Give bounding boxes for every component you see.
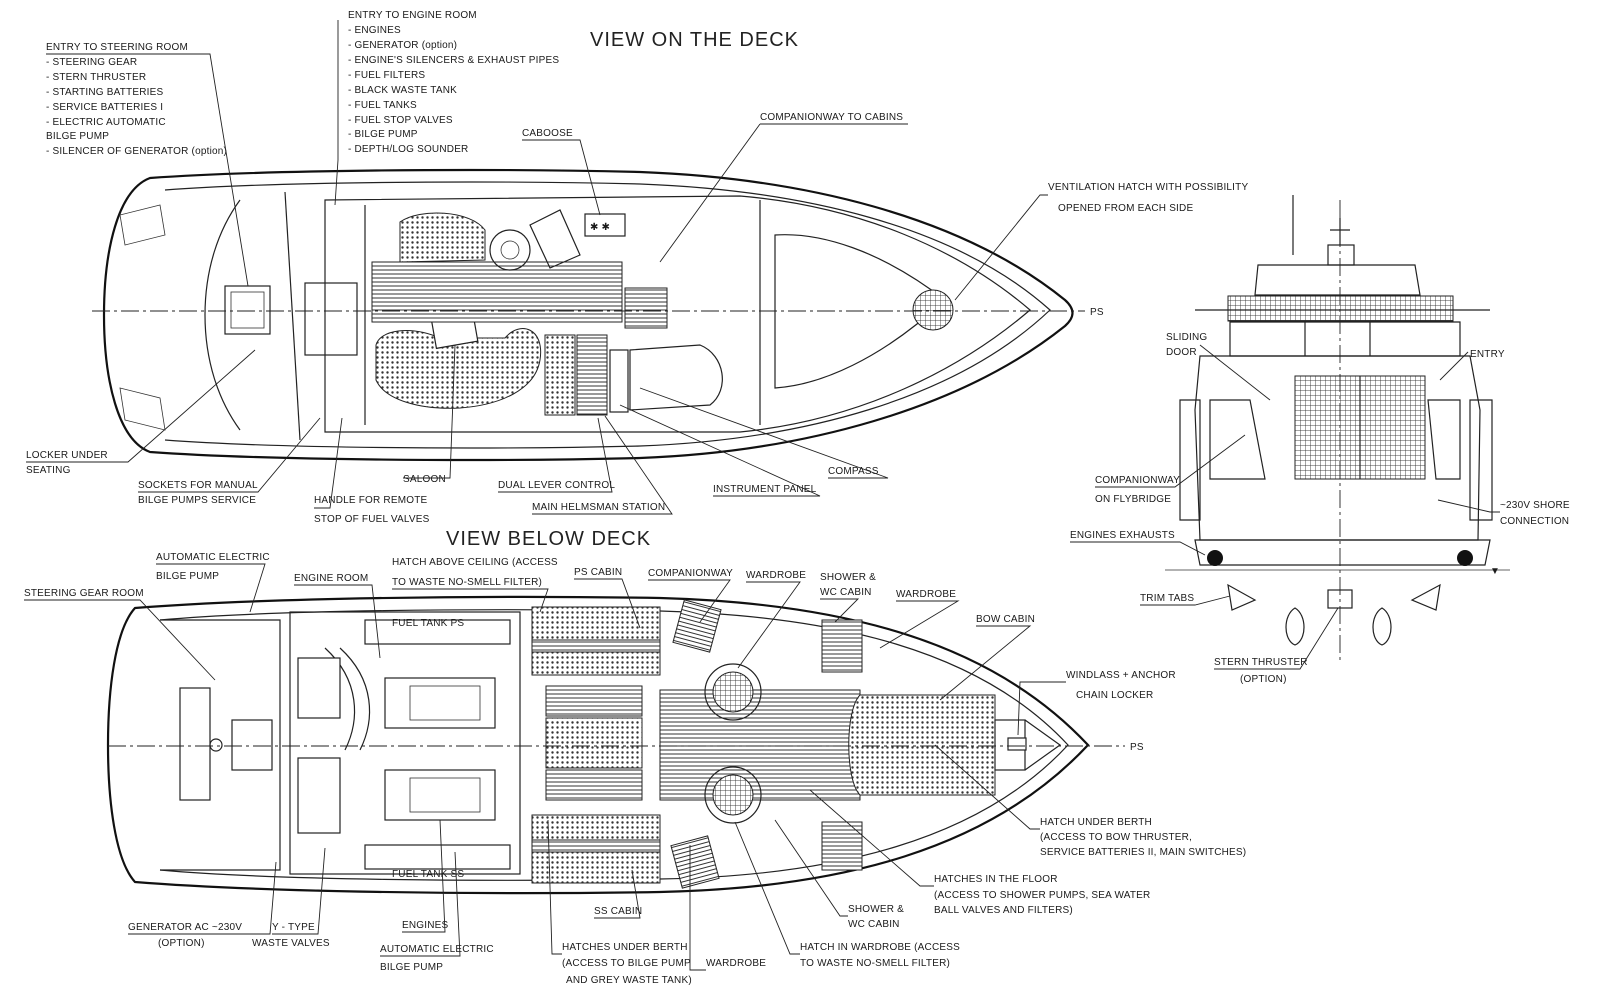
- wardrobe-2-label: WARDROBE: [896, 589, 956, 600]
- handle-line-1: HANDLE FOR REMOTE: [314, 495, 428, 506]
- sliding-door-line-1: SLIDING: [1166, 332, 1207, 343]
- hatch-ceiling-line-2: TO WASTE NO-SMELL FILTER): [392, 577, 542, 588]
- companionway-label: COMPANIONWAY: [648, 568, 733, 579]
- engine-room-label: ENGINE ROOM: [294, 573, 368, 584]
- exhausts-label: ENGINES EXHAUSTS: [1070, 530, 1175, 541]
- caboose-label: CABOOSE: [522, 128, 573, 139]
- engine-room-line-6: - BLACK WASTE TANK: [348, 85, 457, 96]
- auto-bilge-top-line-1: AUTOMATIC ELECTRIC: [156, 552, 270, 563]
- shower-bottom-line-2: WC CABIN: [848, 919, 900, 930]
- hatch-ceiling-line-1: HATCH ABOVE CEILING (ACCESS: [392, 557, 558, 568]
- engine-room-line-9: - BILGE PUMP: [348, 129, 418, 140]
- steering-room-line-3: - STERN THRUSTER: [46, 72, 146, 83]
- hatches-berth-line-3: AND GREY WASTE TANK): [566, 975, 692, 986]
- steering-room-line-8: - SILENCER OF GENERATOR (option): [46, 146, 227, 157]
- waterline-mark: ▼: [1490, 566, 1500, 577]
- steering-room-line-7: BILGE PUMP: [46, 131, 109, 142]
- bow-cabin-label: BOW CABIN: [976, 614, 1035, 625]
- shore-line-2: CONNECTION: [1500, 516, 1569, 527]
- windlass-line-1: WINDLASS + ANCHOR: [1066, 670, 1176, 681]
- hatch-berth-bow-line-1: HATCH UNDER BERTH: [1040, 817, 1152, 828]
- hatches-berth-line-2: (ACCESS TO BILGE PUMP: [562, 958, 691, 969]
- companionway-cabins-label: COMPANIONWAY TO CABINS: [760, 112, 903, 123]
- engine-room-line-10: - DEPTH/LOG SOUNDER: [348, 144, 468, 155]
- hatch-berth-bow-line-3: SERVICE BATTERIES II, MAIN SWITCHES): [1040, 847, 1246, 858]
- fuel-tank-ss-label: FUEL TANK SS: [392, 869, 464, 880]
- shower-top-line-2: WC CABIN: [820, 587, 872, 598]
- engine-room-line-2: - ENGINES: [348, 25, 401, 36]
- companionway-fly-line-2: ON FLYBRIDGE: [1095, 494, 1171, 505]
- y-type-line-2: WASTE VALVES: [252, 938, 330, 949]
- steering-room-line-5: - SERVICE BATTERIES I: [46, 102, 163, 113]
- steering-room-line-1: ENTRY TO STEERING ROOM: [46, 42, 188, 53]
- below-leaders: [24, 563, 1066, 971]
- locker-line-1: LOCKER UNDER: [26, 450, 108, 461]
- sockets-line-1: SOCKETS FOR MANUAL: [138, 480, 258, 491]
- steering-room-line-6: - ELECTRIC AUTOMATIC: [46, 117, 166, 128]
- engine-room-line-5: - FUEL FILTERS: [348, 70, 425, 81]
- hatch-wardrobe-line-2: TO WASTE NO-SMELL FILTER): [800, 958, 950, 969]
- engine-room-line-4: - ENGINE'S SILENCERS & EXHAUST PIPES: [348, 55, 559, 66]
- steering-room-line-4: - STARTING BATTERIES: [46, 87, 163, 98]
- y-type-line-1: Y - TYPE: [272, 922, 315, 933]
- sockets-line-2: BILGE PUMPS SERVICE: [138, 495, 256, 506]
- generator-line-1: GENERATOR AC ~230V: [128, 922, 242, 933]
- deck-plan: ✱ ✱ PS: [92, 168, 1104, 462]
- engines-label: ENGINES: [402, 920, 449, 931]
- shower-top-line-1: SHOWER &: [820, 572, 876, 583]
- ventilation-hatch-line-1: VENTILATION HATCH WITH POSSIBILITY: [1048, 182, 1248, 193]
- handle-line-2: STOP OF FUEL VALVES: [314, 514, 430, 525]
- helmsman-label: MAIN HELMSMAN STATION: [532, 502, 665, 513]
- auto-bilge-top-line-2: BILGE PUMP: [156, 571, 219, 582]
- hatch-wardrobe-line-1: HATCH IN WARDROBE (ACCESS: [800, 942, 960, 953]
- steering-room-line-2: - STEERING GEAR: [46, 57, 137, 68]
- generator-line-2: (OPTION): [158, 938, 205, 949]
- windlass-line-2: CHAIN LOCKER: [1076, 690, 1153, 701]
- engine-room-line-3: - GENERATOR (option): [348, 40, 457, 51]
- shore-line-1: ~230V SHORE: [1500, 500, 1570, 511]
- deck-leaders: [26, 20, 1048, 515]
- stern-thruster-line-2: (OPTION): [1240, 674, 1287, 685]
- hatches-floor-line-3: BALL VALVES AND FILTERS): [934, 905, 1073, 916]
- ps-cabin-label: PS CABIN: [574, 567, 622, 578]
- hatches-floor-line-1: HATCHES IN THE FLOOR: [934, 874, 1058, 885]
- steering-gear-room-label: STEERING GEAR ROOM: [24, 588, 144, 599]
- below-plan: PS: [106, 595, 1144, 895]
- dual-lever-label: DUAL LEVER CONTROL: [498, 480, 615, 491]
- cooktop-icon: ✱ ✱: [590, 222, 610, 233]
- companionway-fly-line-1: COMPANIONWAY: [1095, 475, 1180, 486]
- stern-thruster-line-1: STERN THRUSTER: [1214, 657, 1308, 668]
- entry-label: ENTRY: [1470, 349, 1505, 360]
- sliding-door-line-2: DOOR: [1166, 347, 1197, 358]
- trim-tabs-label: TRIM TABS: [1140, 593, 1194, 604]
- wardrobe-3-label: WARDROBE: [706, 958, 766, 969]
- ventilation-hatch-line-2: OPENED FROM EACH SIDE: [1058, 203, 1193, 214]
- deck-labels: ENTRY TO STEERING ROOM - STEERING GEAR -…: [26, 10, 1248, 525]
- stern-leaders: [1070, 344, 1500, 670]
- auto-bilge-bottom-line-2: BILGE PUMP: [380, 962, 443, 973]
- below-labels: STEERING GEAR ROOM AUTOMATIC ELECTRIC BI…: [24, 552, 1246, 986]
- below-ps-label: PS: [1130, 742, 1144, 753]
- shower-bottom-line-1: SHOWER &: [848, 904, 904, 915]
- engine-room-line-8: - FUEL STOP VALVES: [348, 115, 453, 126]
- fuel-tank-ps-label: FUEL TANK PS: [392, 618, 464, 629]
- engine-room-line-7: - FUEL TANKS: [348, 100, 417, 111]
- auto-bilge-bottom-line-1: AUTOMATIC ELECTRIC: [380, 944, 494, 955]
- wardrobe-1-label: WARDROBE: [746, 570, 806, 581]
- hatches-floor-line-2: (ACCESS TO SHOWER PUMPS, SEA WATER: [934, 890, 1150, 901]
- locker-line-2: SEATING: [26, 465, 71, 476]
- stern-labels: SLIDING DOOR ENTRY COMPANIONWAY ON FLYBR…: [1070, 332, 1570, 685]
- ss-cabin-label: SS CABIN: [594, 906, 642, 917]
- hatch-berth-bow-line-2: (ACCESS TO BOW THRUSTER,: [1040, 832, 1192, 843]
- deck-ps-label: PS: [1090, 307, 1104, 318]
- instrument-panel-label: INSTRUMENT PANEL: [713, 484, 817, 495]
- stern-view: ▼: [1165, 195, 1510, 660]
- deck-view-title: VIEW ON THE DECK: [590, 29, 799, 51]
- compass-label: COMPASS: [828, 466, 879, 477]
- below-view-title: VIEW BELOW DECK: [446, 528, 651, 550]
- saloon-label: SALOON: [403, 474, 446, 485]
- engine-room-line-1: ENTRY TO ENGINE ROOM: [348, 10, 477, 21]
- hatches-berth-line-1: HATCHES UNDER BERTH: [562, 942, 688, 953]
